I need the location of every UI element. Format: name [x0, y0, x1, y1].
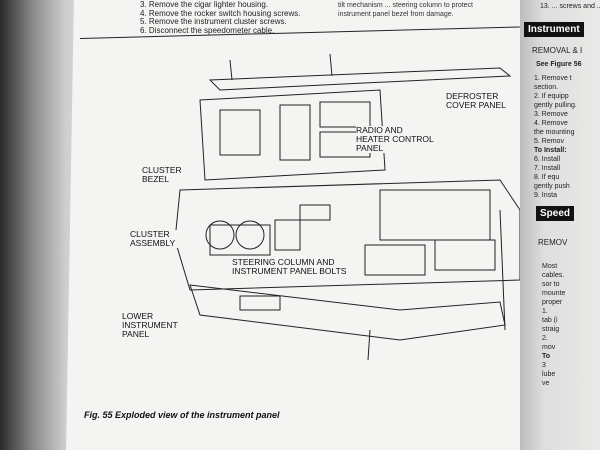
right-lines: 1. Remove t section. 2. If equipp gently…: [534, 74, 577, 200]
label-defroster: DEFROSTER COVER PANEL: [446, 92, 516, 110]
subheading: REMOV: [538, 238, 568, 247]
line: tab (i: [542, 317, 558, 324]
line: gently pulling.: [534, 102, 577, 109]
step: 4. Remove the rocker switch housing scre…: [140, 8, 301, 18]
removal-steps: 3. Remove the cigar lighter housing. 4. …: [140, 0, 301, 35]
line: the mounting: [534, 129, 575, 136]
line: To Install:: [534, 147, 567, 154]
line: proper: [542, 299, 563, 306]
line: 6. Install: [534, 156, 561, 163]
right-page: 13. ... screws and ... Instrument REMOVA…: [520, 0, 600, 450]
label-cluster-bezel: CLUSTER BEZEL: [142, 166, 192, 184]
line: To: [542, 353, 551, 360]
cluster-assembly: [209, 224, 271, 256]
gauge: [205, 220, 235, 250]
line: mov: [542, 344, 556, 351]
vent: [434, 239, 496, 271]
bezel-opening: [279, 104, 311, 161]
line: 5. Remov: [534, 138, 564, 145]
section-heading-instrument: Instrument: [524, 22, 584, 37]
line: 1. Remove t: [534, 75, 572, 82]
section-heading-speedometer: Speed: [536, 206, 575, 221]
line: 9. Insta: [534, 192, 557, 199]
line: lube: [542, 371, 556, 378]
glovebox-area: [379, 189, 491, 241]
line: 4. Remove: [534, 120, 568, 127]
line: 2. If equipp: [534, 93, 569, 100]
step: 5. Remove the instrument cluster screws.: [140, 17, 287, 26]
bezel-opening: [319, 101, 371, 128]
label-cluster-assembly: CLUSTER ASSEMBLY: [130, 230, 190, 248]
lower-panel: [189, 284, 506, 341]
line: mounte: [542, 290, 566, 297]
line: 7. Install: [534, 165, 561, 172]
line: 8. If equ: [534, 174, 560, 181]
instrument-panel-diagram: [174, 53, 520, 361]
right-lines-2: Most cables. sor to mounte proper 1. tab…: [542, 262, 565, 388]
step: 6. Disconnect the speedometer cable.: [140, 25, 275, 35]
defroster-panel: [208, 67, 512, 91]
line: ve: [542, 380, 550, 387]
line: gently push: [534, 183, 570, 190]
bezel-opening: [219, 109, 261, 156]
line: sor to: [542, 281, 560, 288]
line: section.: [534, 84, 559, 91]
note-text: tilt mechanism ... steering column to pr…: [338, 1, 473, 19]
vent: [364, 244, 426, 276]
figure-caption: Fig. 55 Exploded view of the instrument …: [84, 410, 280, 420]
line: Most: [542, 263, 558, 270]
lower-panel-opening: [239, 295, 281, 311]
gauge: [235, 220, 265, 250]
line: cables.: [542, 272, 565, 279]
label-lower-panel: LOWER INSTRUMENT PANEL: [122, 312, 192, 339]
step: 3. Remove the cigar lighter housing.: [140, 0, 269, 9]
figure-ref: See Figure 56: [536, 61, 582, 68]
radio-panel: [299, 204, 331, 221]
label-steering-bolts: STEERING COLUMN AND INSTRUMENT PANEL BOL…: [232, 258, 362, 276]
note-line: tilt mechanism ... steering column to pr…: [338, 2, 473, 9]
right-text: 13. ... screws and ...: [540, 3, 600, 10]
line: 1.: [542, 308, 548, 315]
upper-bezel: [199, 89, 386, 181]
line: 3: [542, 362, 546, 369]
note-line: instrument panel bezel from damage.: [338, 11, 454, 18]
line: 3. Remove: [534, 111, 568, 118]
subheading: REMOVAL & I: [532, 46, 583, 55]
line: 2.: [542, 335, 548, 342]
line: straig: [542, 326, 560, 333]
label-radio-heater: RADIO AND HEATER CONTROL PANEL: [356, 126, 436, 153]
gauge-box: [274, 219, 301, 251]
